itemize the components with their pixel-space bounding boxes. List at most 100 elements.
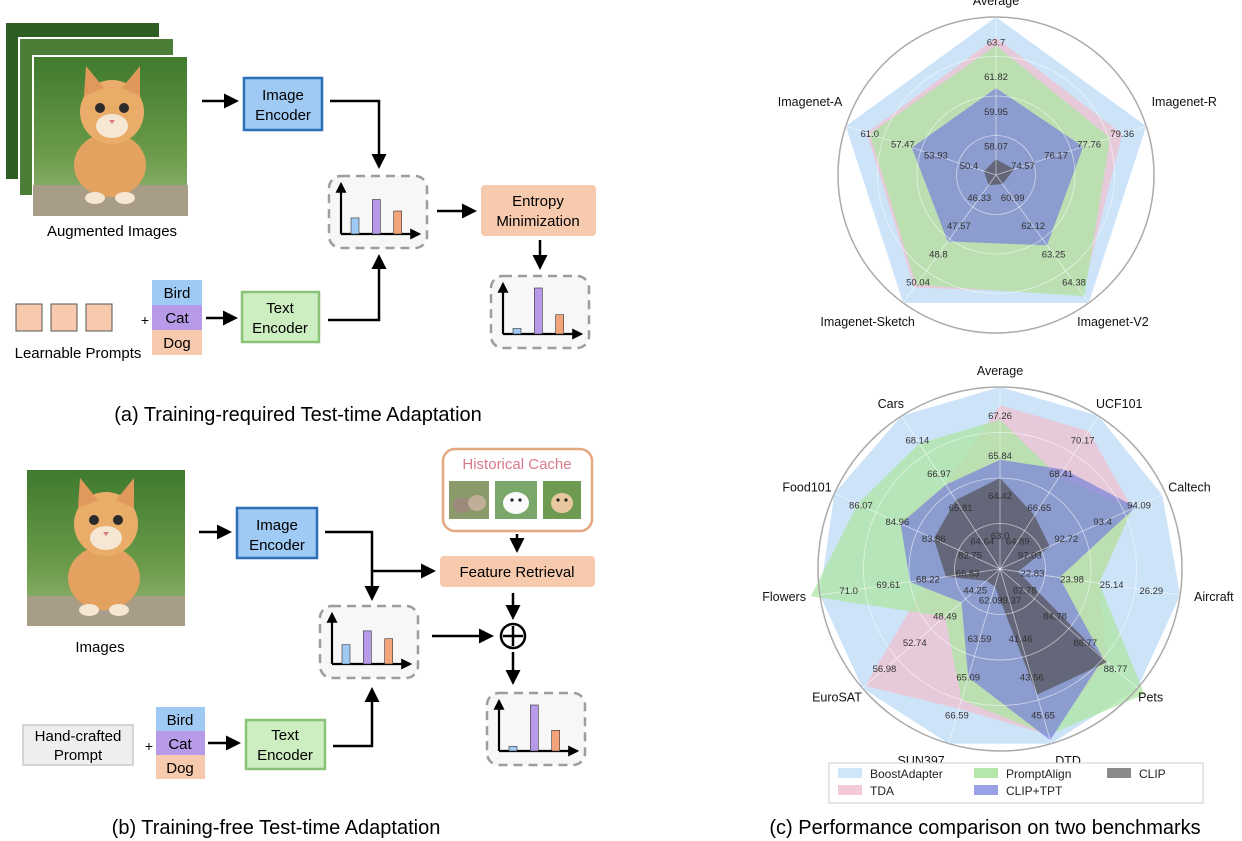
radar-spoke: [995, 125, 1147, 176]
feature-retrieval-box: Feature Retrieval: [440, 556, 595, 587]
radar-tick-label: 68.41: [1049, 469, 1073, 480]
class-cat-a: Cat: [165, 310, 189, 327]
text-encoder-b-line2: Encoder: [257, 747, 313, 764]
image-encoder-box-b: Image Encoder: [235, 506, 319, 560]
feature-retrieval-label: Feature Retrieval: [459, 564, 574, 581]
radar-axis-label: Cars: [878, 397, 904, 411]
radar-spoke: [999, 568, 1052, 744]
radar-tick-label: 46.33: [967, 193, 991, 204]
sum-operator-icon: [499, 622, 527, 650]
radar-tick-label: 61.0: [861, 129, 880, 140]
radar-tick-label: 64.42: [988, 491, 1012, 502]
radar-tick-label: 63.0: [991, 531, 1010, 542]
historical-cache-title: Historical Cache: [462, 456, 571, 473]
radar-tick-label: 64.38: [1062, 277, 1086, 288]
image-encoder-line1: Image: [262, 87, 304, 104]
kitten-image: [32, 55, 189, 217]
radar-axis-label: Pets: [1138, 690, 1163, 704]
radar-tick-label: 92.72: [1054, 534, 1078, 545]
legend-swatch-0: [838, 768, 862, 778]
hist-bar-0: [350, 217, 360, 235]
prompt-line2: Prompt: [54, 747, 103, 764]
radar-spoke: [995, 174, 1090, 304]
historical-cache-box: Historical Cache: [441, 447, 594, 533]
radar-spoke: [999, 415, 1099, 570]
radar-tick-label: 97.03: [1018, 550, 1042, 561]
radar-tick-label: 58.07: [984, 142, 1008, 153]
hand-crafted-prompt-box: Hand-crafted Prompt: [22, 724, 134, 766]
prompt-line1: Hand-crafted: [35, 728, 122, 745]
radar-tick-label: 86.07: [849, 500, 873, 511]
radar-tick-label: 82.75: [958, 550, 982, 561]
radar-tick-label: 88.77: [1104, 664, 1128, 675]
class-names-a: Bird Cat Dog: [152, 280, 202, 355]
class-cat-b: Cat: [168, 736, 192, 753]
radar-tick-label: 94.09: [1127, 500, 1151, 511]
radar-tick-label: 77.76: [1077, 140, 1101, 151]
radar-spoke: [999, 568, 1181, 596]
radar-spoke: [902, 174, 997, 304]
radar-tick-label: 43.56: [1020, 672, 1044, 683]
radar-tick-label: 66.83: [956, 569, 980, 580]
image-encoder-line2: Encoder: [255, 107, 311, 124]
radar-tick-label: 26.29: [1139, 586, 1163, 597]
logits-histogram-a: [327, 174, 429, 250]
radar-spoke: [834, 493, 1001, 570]
entropy-line1: Entropy: [512, 193, 564, 210]
text-encoder-box-a: Text Encoder: [240, 290, 321, 344]
plus-sign-a: +: [141, 312, 149, 328]
radar-tick-label: 74.57: [1011, 161, 1035, 172]
logits-histogram-b: [318, 604, 420, 680]
legend-swatch-1: [974, 768, 998, 778]
radar-tick-label: 84.78: [1043, 612, 1067, 623]
radar-tick-label: 67.26: [988, 411, 1012, 422]
hist-bar-1: [372, 199, 381, 235]
radar-spoke: [901, 415, 1001, 570]
radar-tick-label: 57.47: [891, 140, 915, 151]
panel-a: Augmented Images Image Encoder Entropy M…: [4, 21, 596, 426]
radar-chart-cross-domain: 67.2665.8464.4263.070.1768.4166.6564.899…: [762, 364, 1234, 768]
radar-tick-label: 69.61: [876, 580, 900, 591]
radar-tick-label: 50.4: [960, 161, 979, 172]
radar-axis-label: EuroSAT: [812, 690, 862, 704]
cache-image-cats: [449, 481, 489, 519]
radar-tick-label: 56.98: [873, 664, 897, 675]
text-encoder-b-line1: Text: [271, 727, 299, 744]
histogram-bars-b2: [493, 698, 580, 757]
radar-tick-label: 25.14: [1100, 580, 1124, 591]
radar-tick-label: 86.77: [1073, 638, 1097, 649]
radar-axis-label: Caltech: [1168, 481, 1210, 495]
text-encoder-line1: Text: [266, 300, 294, 317]
arrow-encoder-to-hist: [330, 99, 387, 169]
hist-bar-0: [341, 644, 351, 665]
radar-spoke: [845, 125, 997, 176]
entropy-line2: Minimization: [496, 213, 579, 230]
radar-spoke: [999, 568, 1138, 689]
legend-label-2: CLIP: [1139, 767, 1166, 781]
radar-tick-label: 44.25: [963, 585, 987, 596]
hist-bar-2: [551, 729, 560, 752]
hist-bar-0: [512, 328, 522, 335]
radar-tick-label: 65.84: [988, 451, 1012, 462]
hist-bar-1: [530, 704, 539, 752]
radar-tick-label: 50.04: [906, 277, 930, 288]
radar-chart-imagenet: 63.761.8259.9558.0779.3677.7676.1774.576…: [778, 0, 1217, 334]
learnable-prompts: [15, 303, 113, 332]
radar-axis-label: Imagenet-V2: [1077, 315, 1149, 329]
class-dog-a: Dog: [163, 335, 191, 352]
radar-tick-label: 65.09: [956, 672, 980, 683]
hist-bar-2: [384, 638, 393, 665]
images-label: Images: [75, 639, 124, 656]
caption-b: (b) Training-free Test-time Adaptation: [112, 817, 441, 839]
augmented-images-label: Augmented Images: [47, 223, 177, 240]
panel-b: Images Image Encoder Historical Cache: [22, 447, 595, 839]
entropy-minimization-box: Entropy Minimization: [481, 185, 596, 236]
legend-label-0: BoostAdapter: [870, 767, 943, 781]
radar-tick-label: 62.12: [1021, 221, 1045, 232]
class-dog-b: Dog: [166, 760, 194, 777]
hist-bar-2: [393, 210, 402, 235]
histogram-bars-b1: [326, 611, 413, 670]
legend-label-3: TDA: [870, 784, 894, 798]
